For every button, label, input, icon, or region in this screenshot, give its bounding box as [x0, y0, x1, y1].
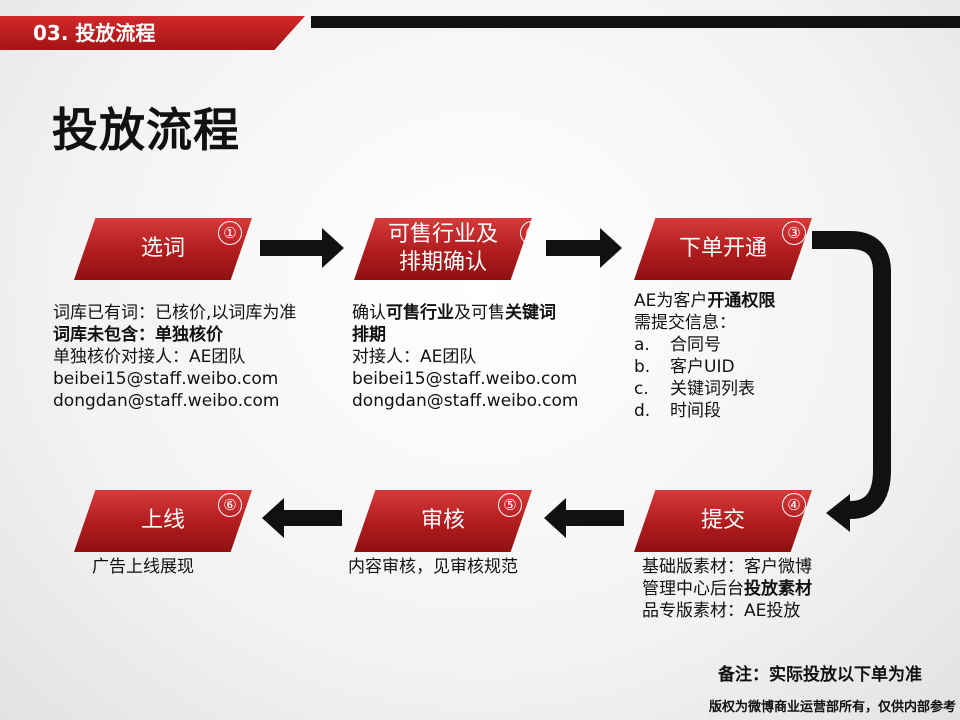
step-6-description: 广告上线展现 — [92, 556, 194, 578]
step-number: ② — [520, 221, 544, 245]
desc-text: AE为客户 — [634, 291, 708, 311]
list-item: b. 客户UID — [634, 356, 775, 378]
step-number: ① — [218, 221, 242, 245]
desc-line: AE为客户开通权限 — [634, 290, 775, 312]
desc-text-bold: 可售行业 — [386, 303, 454, 323]
contact-email: dongdan@staff.weibo.com — [53, 391, 280, 411]
contact-email: beibei15@staff.weibo.com — [53, 369, 279, 389]
desc-text: 及可售 — [454, 303, 505, 323]
step-1-select-words: 选词 ① — [74, 218, 252, 280]
desc-line: 广告上线展现 — [92, 557, 194, 577]
desc-text-bold: 投放素材 — [744, 579, 812, 599]
step-6-go-live: 上线 ⑥ — [74, 490, 252, 552]
step-3-description: AE为客户开通权限 需提交信息： a. 合同号 b. 客户UID c. 关键词列表 d… — [634, 290, 775, 422]
desc-text-bold: 开通权限 — [707, 291, 776, 311]
arrow-head-left-icon — [826, 494, 850, 532]
desc-line: 管理中心后台投放素材 — [642, 578, 812, 600]
step-number: ④ — [782, 493, 806, 517]
contact-email: beibei15@staff.weibo.com — [352, 369, 578, 389]
list-text: 合同号 — [670, 335, 721, 355]
desc-line: 对接人：AE团队 — [352, 347, 477, 367]
step-number: ③ — [782, 221, 806, 245]
list-letter: c. — [634, 379, 649, 399]
step-4-description: 基础版素材：客户微博 管理中心后台投放素材 品专版素材：AE投放 — [642, 556, 812, 622]
step-label: 审核 — [420, 508, 465, 533]
section-header-label: 03. 投放流程 — [33, 21, 156, 45]
step-number: ⑥ — [218, 493, 242, 517]
desc-text: 确认 — [352, 303, 386, 323]
arrow-right-icon — [546, 228, 622, 268]
list-item: a. 合同号 — [634, 334, 775, 356]
desc-line-bold: 排期 — [352, 325, 386, 345]
step-5-description: 内容审核，见审核规范 — [348, 556, 518, 578]
list-letter: b. — [634, 357, 651, 377]
step-3-order-activate: 下单开通 ③ — [634, 218, 812, 280]
desc-line: 需提交信息： — [634, 313, 736, 333]
step-label-line1: 可售行业及 — [387, 222, 498, 247]
list-item: d. 时间段 — [634, 400, 775, 422]
list-text: 关键词列表 — [670, 379, 755, 399]
step-label: 上线 — [140, 508, 185, 533]
desc-line-bold: 词库未包含：单独核价 — [53, 325, 223, 345]
desc-line: 确认可售行业及可售关键词 — [352, 302, 579, 324]
copyright-notice: 版权为微博商业运营部所有，仅供内部参考 — [708, 700, 956, 715]
desc-text: 管理中心后台 — [642, 579, 744, 599]
page-title: 投放流程 — [52, 103, 240, 157]
step-label: 可售行业及 排期确认 — [354, 218, 532, 280]
desc-line: 内容审核，见审核规范 — [348, 557, 518, 577]
arrow-left-icon — [544, 498, 624, 538]
step-label: 选词 — [140, 236, 185, 261]
arrow-right-icon — [260, 228, 344, 268]
list-letter: d. — [634, 401, 651, 421]
step-label-line2: 排期确认 — [398, 250, 487, 275]
step-label: 下单开通 — [678, 236, 767, 261]
step-label: 提交 — [700, 508, 745, 533]
list-item: c. 关键词列表 — [634, 378, 775, 400]
desc-line: 词库已有词：已核价,以词库为准 — [53, 303, 297, 323]
step-5-review: 审核 ⑤ — [354, 490, 532, 552]
arrow-curve-down-icon — [812, 231, 891, 519]
contact-email: dongdan@staff.weibo.com — [352, 391, 579, 411]
header-divider-bar — [311, 16, 960, 28]
desc-line: 基础版素材：客户微博 — [642, 557, 812, 577]
step-number: ⑤ — [498, 493, 522, 517]
step-2-description: 确认可售行业及可售关键词 排期 对接人：AE团队 beibei15@staff.… — [352, 302, 579, 412]
step-4-submit: 提交 ④ — [634, 490, 812, 552]
arrow-left-icon — [262, 498, 342, 538]
step-2-industry-schedule: 可售行业及 排期确认 ② — [354, 218, 544, 280]
footnote: 备注：实际投放以下单为准 — [718, 665, 922, 685]
desc-line: 单独核价对接人：AE团队 — [53, 347, 246, 367]
list-text: 客户UID — [670, 357, 735, 377]
step-1-description: 词库已有词：已核价,以词库为准 词库未包含：单独核价 单独核价对接人：AE团队 … — [53, 302, 296, 412]
list-text: 时间段 — [670, 401, 721, 421]
desc-line: 品专版素材：AE投放 — [642, 601, 801, 621]
list-letter: a. — [634, 335, 650, 355]
desc-text-bold: 关键词 — [505, 303, 556, 323]
step-shape — [354, 218, 532, 280]
section-header-tab — [0, 16, 305, 50]
